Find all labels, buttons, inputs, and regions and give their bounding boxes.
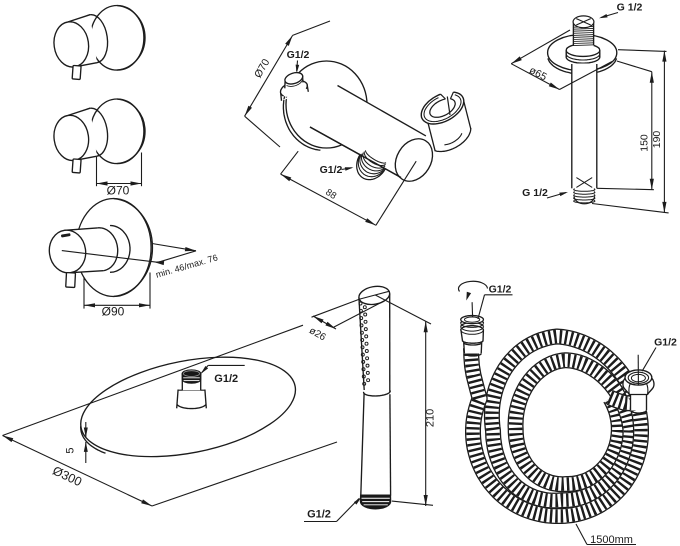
svg-text:5: 5	[65, 447, 77, 453]
svg-text:G1/2: G1/2	[654, 337, 677, 349]
svg-text:G1/2: G1/2	[214, 373, 238, 385]
svg-text:Ø70: Ø70	[107, 184, 130, 198]
svg-text:G1/2: G1/2	[320, 164, 343, 176]
svg-text:150: 150	[638, 134, 650, 152]
svg-text:210: 210	[425, 409, 437, 427]
svg-text:Ø90: Ø90	[102, 305, 125, 319]
svg-text:G1/2: G1/2	[307, 509, 331, 521]
svg-text:88: 88	[323, 187, 338, 202]
svg-text:G1/2: G1/2	[489, 284, 512, 296]
svg-text:G 1/2: G 1/2	[522, 187, 548, 199]
svg-text:G 1/2: G 1/2	[617, 2, 643, 14]
svg-text:190: 190	[651, 131, 663, 149]
svg-text:G1/2: G1/2	[287, 49, 310, 61]
svg-text:1500mm: 1500mm	[590, 534, 633, 546]
